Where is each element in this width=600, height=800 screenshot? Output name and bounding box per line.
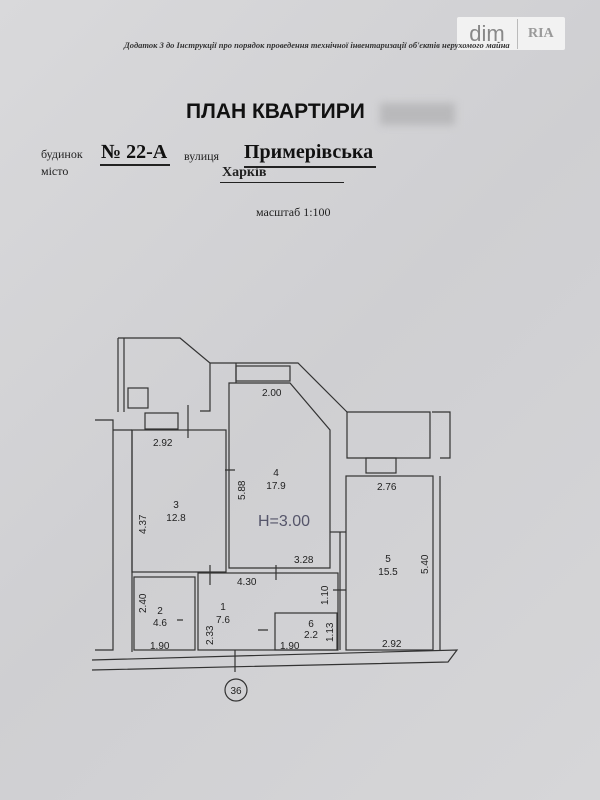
dimension: 2.00 (262, 388, 282, 399)
room-6 (274, 612, 338, 651)
dimension: 2.92 (153, 438, 173, 449)
dimension: 1.90 (150, 641, 170, 652)
room-1 (197, 572, 339, 651)
room-3 (131, 429, 227, 573)
balcony (117, 337, 211, 412)
dimension: 4.37 (138, 514, 149, 534)
room-3-number: 3 (173, 500, 179, 511)
room-6-number: 6 (308, 619, 314, 630)
dimension: 2.92 (382, 639, 402, 650)
balcony (346, 411, 451, 459)
scale-label: масштаб 1:100 (256, 205, 331, 219)
room-5-area: 15.5 (378, 567, 398, 578)
building-value: № 22-А (101, 141, 168, 163)
underline (220, 182, 344, 183)
room-3-area: 12.8 (166, 513, 186, 524)
dimension: 2.76 (377, 482, 397, 493)
axis-marker (224, 678, 248, 702)
dimension: 1.10 (320, 585, 331, 605)
room-4 (228, 382, 331, 569)
room-2-area: 4.6 (153, 618, 167, 629)
dimension: 4.30 (237, 577, 257, 588)
document-subtitle: Додаток 3 до Інструкції про порядок пров… (124, 40, 510, 50)
room-5 (345, 475, 434, 651)
dimension: 1.90 (280, 641, 300, 652)
room-4-number: 4 (273, 468, 279, 479)
logo-dim: dim (457, 18, 518, 49)
dimension: 3.28 (294, 555, 314, 566)
room-2-number: 2 (157, 606, 163, 617)
window (235, 365, 291, 382)
page-title: ПЛАН КВАРТИРИ (186, 100, 365, 123)
room-5-number: 5 (385, 554, 391, 565)
logo-ria: RIA (528, 25, 554, 41)
room-4-area: 17.9 (266, 481, 286, 492)
city-label: місто (41, 164, 69, 178)
axis-label: 36 (230, 686, 242, 697)
street-value: Примерівська (244, 141, 374, 163)
dimension: 1.13 (325, 622, 336, 642)
underline (244, 166, 376, 168)
city-value: Харків (222, 165, 267, 180)
redacted-area (380, 103, 455, 125)
window (144, 412, 179, 430)
street-label: вулиця (184, 149, 220, 163)
building-label: будинок (41, 147, 83, 161)
room-6-area: 2.2 (304, 630, 318, 641)
shaft (127, 387, 149, 409)
ceiling-height: H=3.00 (258, 513, 310, 530)
dimension: 2.40 (138, 593, 149, 613)
wall (95, 419, 114, 651)
dimension: 5.88 (237, 480, 248, 500)
door-marks (177, 405, 346, 672)
underline (100, 164, 170, 166)
window (365, 457, 397, 474)
room-1-area: 7.6 (216, 615, 230, 626)
dimension: 5.40 (420, 554, 431, 574)
dimension: 2.33 (205, 625, 216, 645)
dimria-logo: dim RIA (457, 17, 565, 50)
room-2 (133, 576, 196, 651)
room-1-number: 1 (220, 602, 226, 613)
wall (91, 649, 459, 671)
